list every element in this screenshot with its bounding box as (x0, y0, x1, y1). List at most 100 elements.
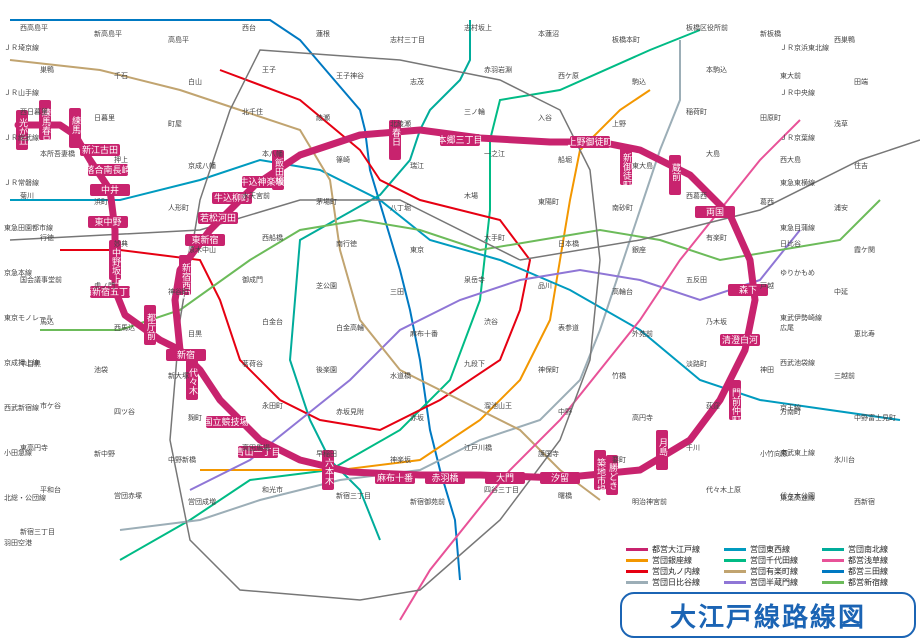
station-label[interactable]: 御成門 (242, 275, 263, 284)
station-label[interactable]: 三越前 (834, 371, 855, 380)
station-label[interactable]: 三ノ輪 (464, 107, 485, 116)
oedo-station-label[interactable]: 西新宿五丁目 (83, 286, 137, 298)
station-label[interactable]: 広尾 (780, 323, 794, 332)
station-label[interactable]: 戸越 (760, 281, 774, 290)
oedo-station-label[interactable]: 汐留 (551, 472, 569, 484)
station-label[interactable]: 赤坂 (410, 413, 424, 422)
oedo-station-box[interactable] (90, 184, 130, 196)
station-label[interactable]: 木場 (464, 191, 478, 200)
station-label[interactable]: 中目黒 (20, 359, 41, 368)
oedo-station-box[interactable] (88, 216, 128, 228)
station-label[interactable]: 護国寺 (538, 449, 559, 458)
station-label[interactable]: 原木中山 (188, 245, 216, 254)
station-label[interactable]: 中野新橋 (168, 455, 196, 464)
oedo-station-label[interactable]: 蔵前 (670, 162, 681, 182)
oedo-station-label[interactable]: 青山一丁目 (235, 446, 280, 458)
station-label[interactable]: 茅場町 (316, 197, 337, 206)
station-label[interactable]: 稲荷町 (686, 107, 707, 116)
station-label[interactable]: 巣鴨 (40, 65, 54, 74)
station-label[interactable]: 本所吾妻橋 (40, 149, 75, 158)
station-label[interactable]: 白金台 (262, 317, 283, 326)
station-label[interactable]: 五反田 (686, 275, 707, 284)
station-label[interactable]: 北綾瀬 (390, 119, 411, 128)
station-label[interactable]: 南砂町 (612, 203, 633, 212)
station-label[interactable]: 明治神宮前 (632, 497, 667, 506)
oedo-station-label[interactable]: 代々木 (187, 368, 198, 396)
station-label[interactable]: 志村坂上 (464, 23, 492, 32)
station-label[interactable]: 有楽町 (706, 233, 727, 242)
station-label[interactable]: 西台 (242, 23, 256, 32)
station-label[interactable]: 葛西 (760, 197, 774, 206)
station-label[interactable]: 高輪台 (612, 287, 633, 296)
oedo-station-label[interactable]: 新宿 (177, 349, 195, 361)
station-label[interactable]: 神保町 (538, 365, 559, 374)
oedo-station-label[interactable]: 勝どき (607, 462, 618, 490)
station-label[interactable]: 新大塚 (168, 371, 189, 380)
station-label[interactable]: 白金高輪 (336, 323, 364, 332)
station-label[interactable]: 北千住 (242, 107, 263, 116)
oedo-station-box[interactable] (728, 284, 768, 296)
station-label[interactable]: 神田 (760, 365, 774, 374)
station-label[interactable]: 町屋 (168, 120, 182, 128)
station-label[interactable]: 板橋本町 (612, 35, 640, 44)
station-label[interactable]: 代々木公園 (780, 491, 815, 500)
station-label[interactable]: 西大島 (780, 155, 801, 164)
station-label[interactable]: 国会議事堂前 (20, 275, 62, 284)
oedo-station-label[interactable]: 飯田橋 (273, 157, 284, 186)
oedo-station-box[interactable] (90, 286, 130, 298)
station-label[interactable]: 志村三丁目 (390, 35, 425, 44)
station-label[interactable]: 高田馬場 (242, 443, 270, 452)
oedo-station-label[interactable]: 麻布十番 (377, 472, 413, 484)
station-label[interactable]: 神楽坂 (390, 455, 411, 464)
oedo-station-box[interactable] (540, 472, 580, 484)
station-label[interactable]: 神谷町 (168, 287, 189, 296)
station-label[interactable]: 水天宮前 (242, 191, 270, 200)
station-label[interactable]: 淡路町 (686, 359, 707, 368)
station-label[interactable]: 茗荷谷 (242, 359, 263, 368)
station-label[interactable]: 和光市 (262, 485, 283, 494)
station-label[interactable]: 麻布十番 (410, 329, 438, 338)
station-label[interactable]: 目黒 (188, 330, 202, 338)
station-label[interactable]: 芝公園 (316, 281, 337, 290)
station-label[interactable]: 白山 (188, 77, 202, 86)
station-label[interactable]: 馬込 (40, 317, 54, 326)
station-label[interactable]: 高円寺 (632, 413, 653, 422)
station-label[interactable]: 西ケ原 (558, 72, 579, 80)
oedo-station-label[interactable]: 中野坂上 (110, 247, 121, 284)
station-label[interactable]: 入谷 (538, 113, 552, 122)
station-label[interactable]: 溜池山王 (484, 401, 512, 410)
station-label[interactable]: 西葛西 (686, 191, 707, 200)
station-label[interactable]: 西馬込 (114, 323, 135, 332)
station-label[interactable]: 霞ケ関 (854, 246, 875, 254)
oedo-station-box[interactable] (656, 430, 668, 470)
station-label[interactable]: 営団赤塚 (114, 491, 142, 500)
oedo-station-label[interactable]: 都庁前 (145, 313, 156, 341)
station-label[interactable]: 渋谷 (484, 317, 498, 326)
oedo-station-box[interactable] (606, 455, 618, 495)
oedo-station-box[interactable] (69, 108, 81, 148)
station-label[interactable]: 新板橋 (760, 29, 781, 38)
station-label[interactable]: 行徳 (40, 233, 54, 242)
station-label[interactable]: 泉岳寺 (464, 275, 485, 284)
station-label[interactable]: 日暮里 (94, 113, 115, 122)
station-label[interactable]: 中野富士見町 (854, 413, 896, 422)
oedo-station-label[interactable]: 春日 (390, 127, 401, 146)
station-label[interactable]: 西巣鴨 (834, 35, 855, 44)
oedo-station-label[interactable]: 新宿西口 (180, 262, 191, 299)
station-label[interactable]: 乃木坂 (706, 317, 727, 326)
station-label[interactable]: 新宿御苑前 (410, 497, 445, 506)
station-label[interactable]: 八丁堀 (390, 203, 411, 212)
oedo-station-label[interactable]: 光が丘 (17, 117, 28, 145)
station-label[interactable]: 日本橋 (558, 239, 579, 248)
station-label[interactable]: 池袋 (94, 365, 108, 374)
station-label[interactable]: 中野 (558, 407, 572, 416)
oedo-station-box[interactable] (620, 145, 632, 185)
station-label[interactable]: 千石 (114, 71, 128, 80)
station-label[interactable]: 南行徳 (336, 239, 357, 248)
oedo-station-box[interactable] (80, 144, 120, 156)
station-label[interactable]: 本駒込 (706, 65, 727, 74)
station-label[interactable]: 新宿三丁目 (336, 491, 371, 500)
station-label[interactable]: 九段下 (464, 359, 485, 368)
station-label[interactable]: 東高円寺 (20, 443, 48, 452)
oedo-station-box[interactable] (322, 450, 334, 490)
